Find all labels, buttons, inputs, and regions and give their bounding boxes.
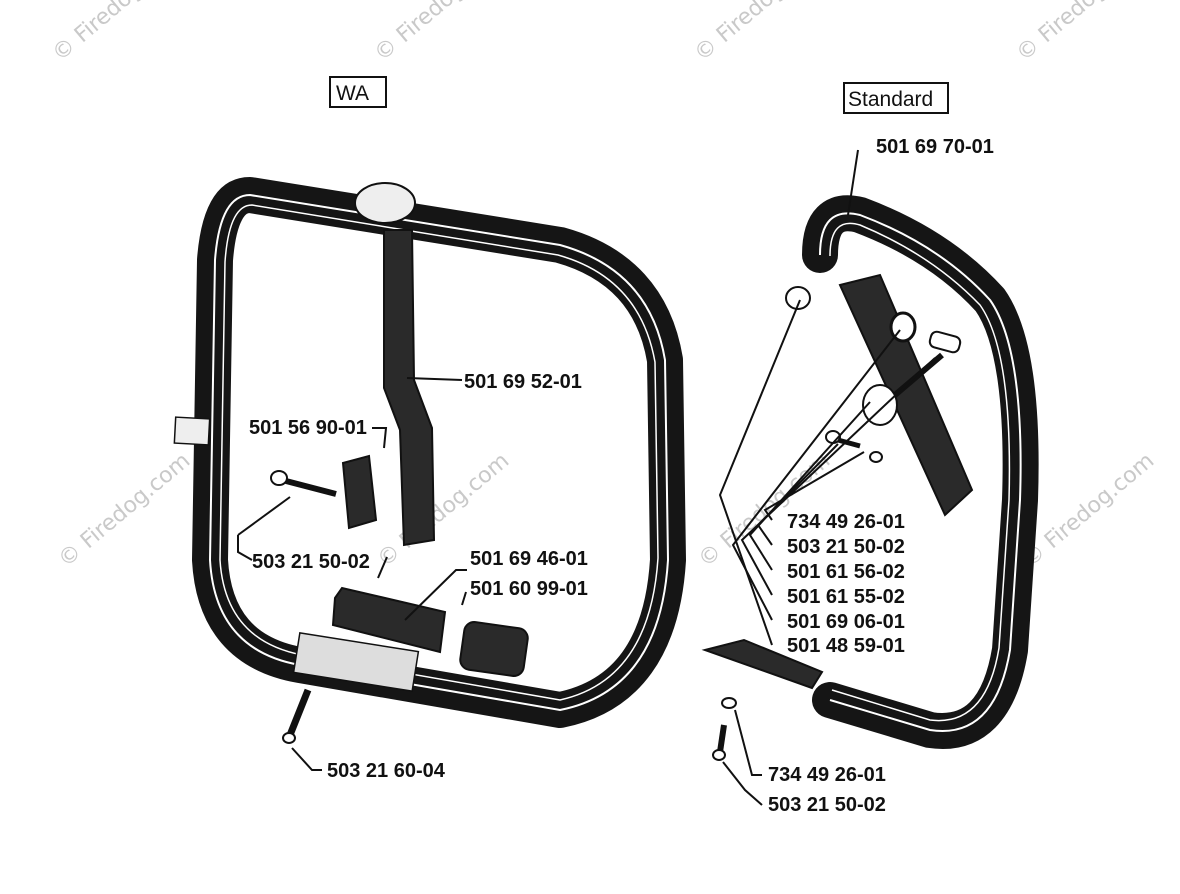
wa-plate <box>341 454 378 530</box>
part-label-501-69-46-01: 501 69 46-01 <box>470 548 588 570</box>
wa-label-box <box>329 76 387 108</box>
standard-handle-drawing <box>802 195 1039 749</box>
standard-bottom-fasteners <box>712 697 737 761</box>
wa-variant: WA <box>173 76 686 782</box>
wa-screw <box>270 470 337 497</box>
standard-leaders <box>718 149 936 806</box>
watermark: © Firedog <box>370 0 470 67</box>
watermark: © Firedog.com <box>1018 448 1159 572</box>
part-label-503-21-50-02: 503 21 50-02 <box>787 536 905 558</box>
part-label-501-56-90-01: 501 56 90-01 <box>249 417 367 439</box>
part-label-734-49-26-01: 734 49 26-01 <box>787 511 905 533</box>
standard-label-box <box>843 82 949 114</box>
watermark: © Firedog <box>1012 0 1112 67</box>
watermark: © Firedog <box>690 0 790 67</box>
standard-label: Standard <box>848 88 933 111</box>
wa-label: WA <box>336 82 369 105</box>
wa-bracket <box>383 229 436 547</box>
wa-bottom-screw <box>282 688 312 744</box>
watermark: © Firedog <box>48 0 148 67</box>
part-label-503-21-50-02: 503 21 50-02 <box>252 551 370 573</box>
part-label-501-69-70-01: 501 69 70-01 <box>876 136 994 158</box>
part-label-501-60-99-01: 501 60 99-01 <box>470 578 588 600</box>
wa-handle-drawing <box>173 177 686 728</box>
standard-bottom-plate <box>701 638 824 690</box>
standard-variant: Standard <box>701 82 1039 816</box>
wa-sleeve <box>459 621 529 677</box>
part-label-503-21-60-04: 503 21 60-04 <box>327 760 446 782</box>
part-label-734-49-26-01: 734 49 26-01 <box>768 764 886 786</box>
watermark: © Firedog.com <box>54 448 195 572</box>
part-label-501-69-52-01: 501 69 52-01 <box>464 371 582 393</box>
standard-bracket <box>838 273 974 517</box>
part-label-503-21-50-02: 503 21 50-02 <box>768 794 886 816</box>
wa-leaders <box>237 377 467 771</box>
part-label-501-69-06-01: 501 69 06-01 <box>787 611 905 633</box>
part-label-501-61-56-02: 501 61 56-02 <box>787 561 905 583</box>
part-label-501-61-55-02: 501 61 55-02 <box>787 586 905 608</box>
part-label-501-48-59-01: 501 48 59-01 <box>787 635 905 657</box>
wa-cover <box>331 586 447 654</box>
